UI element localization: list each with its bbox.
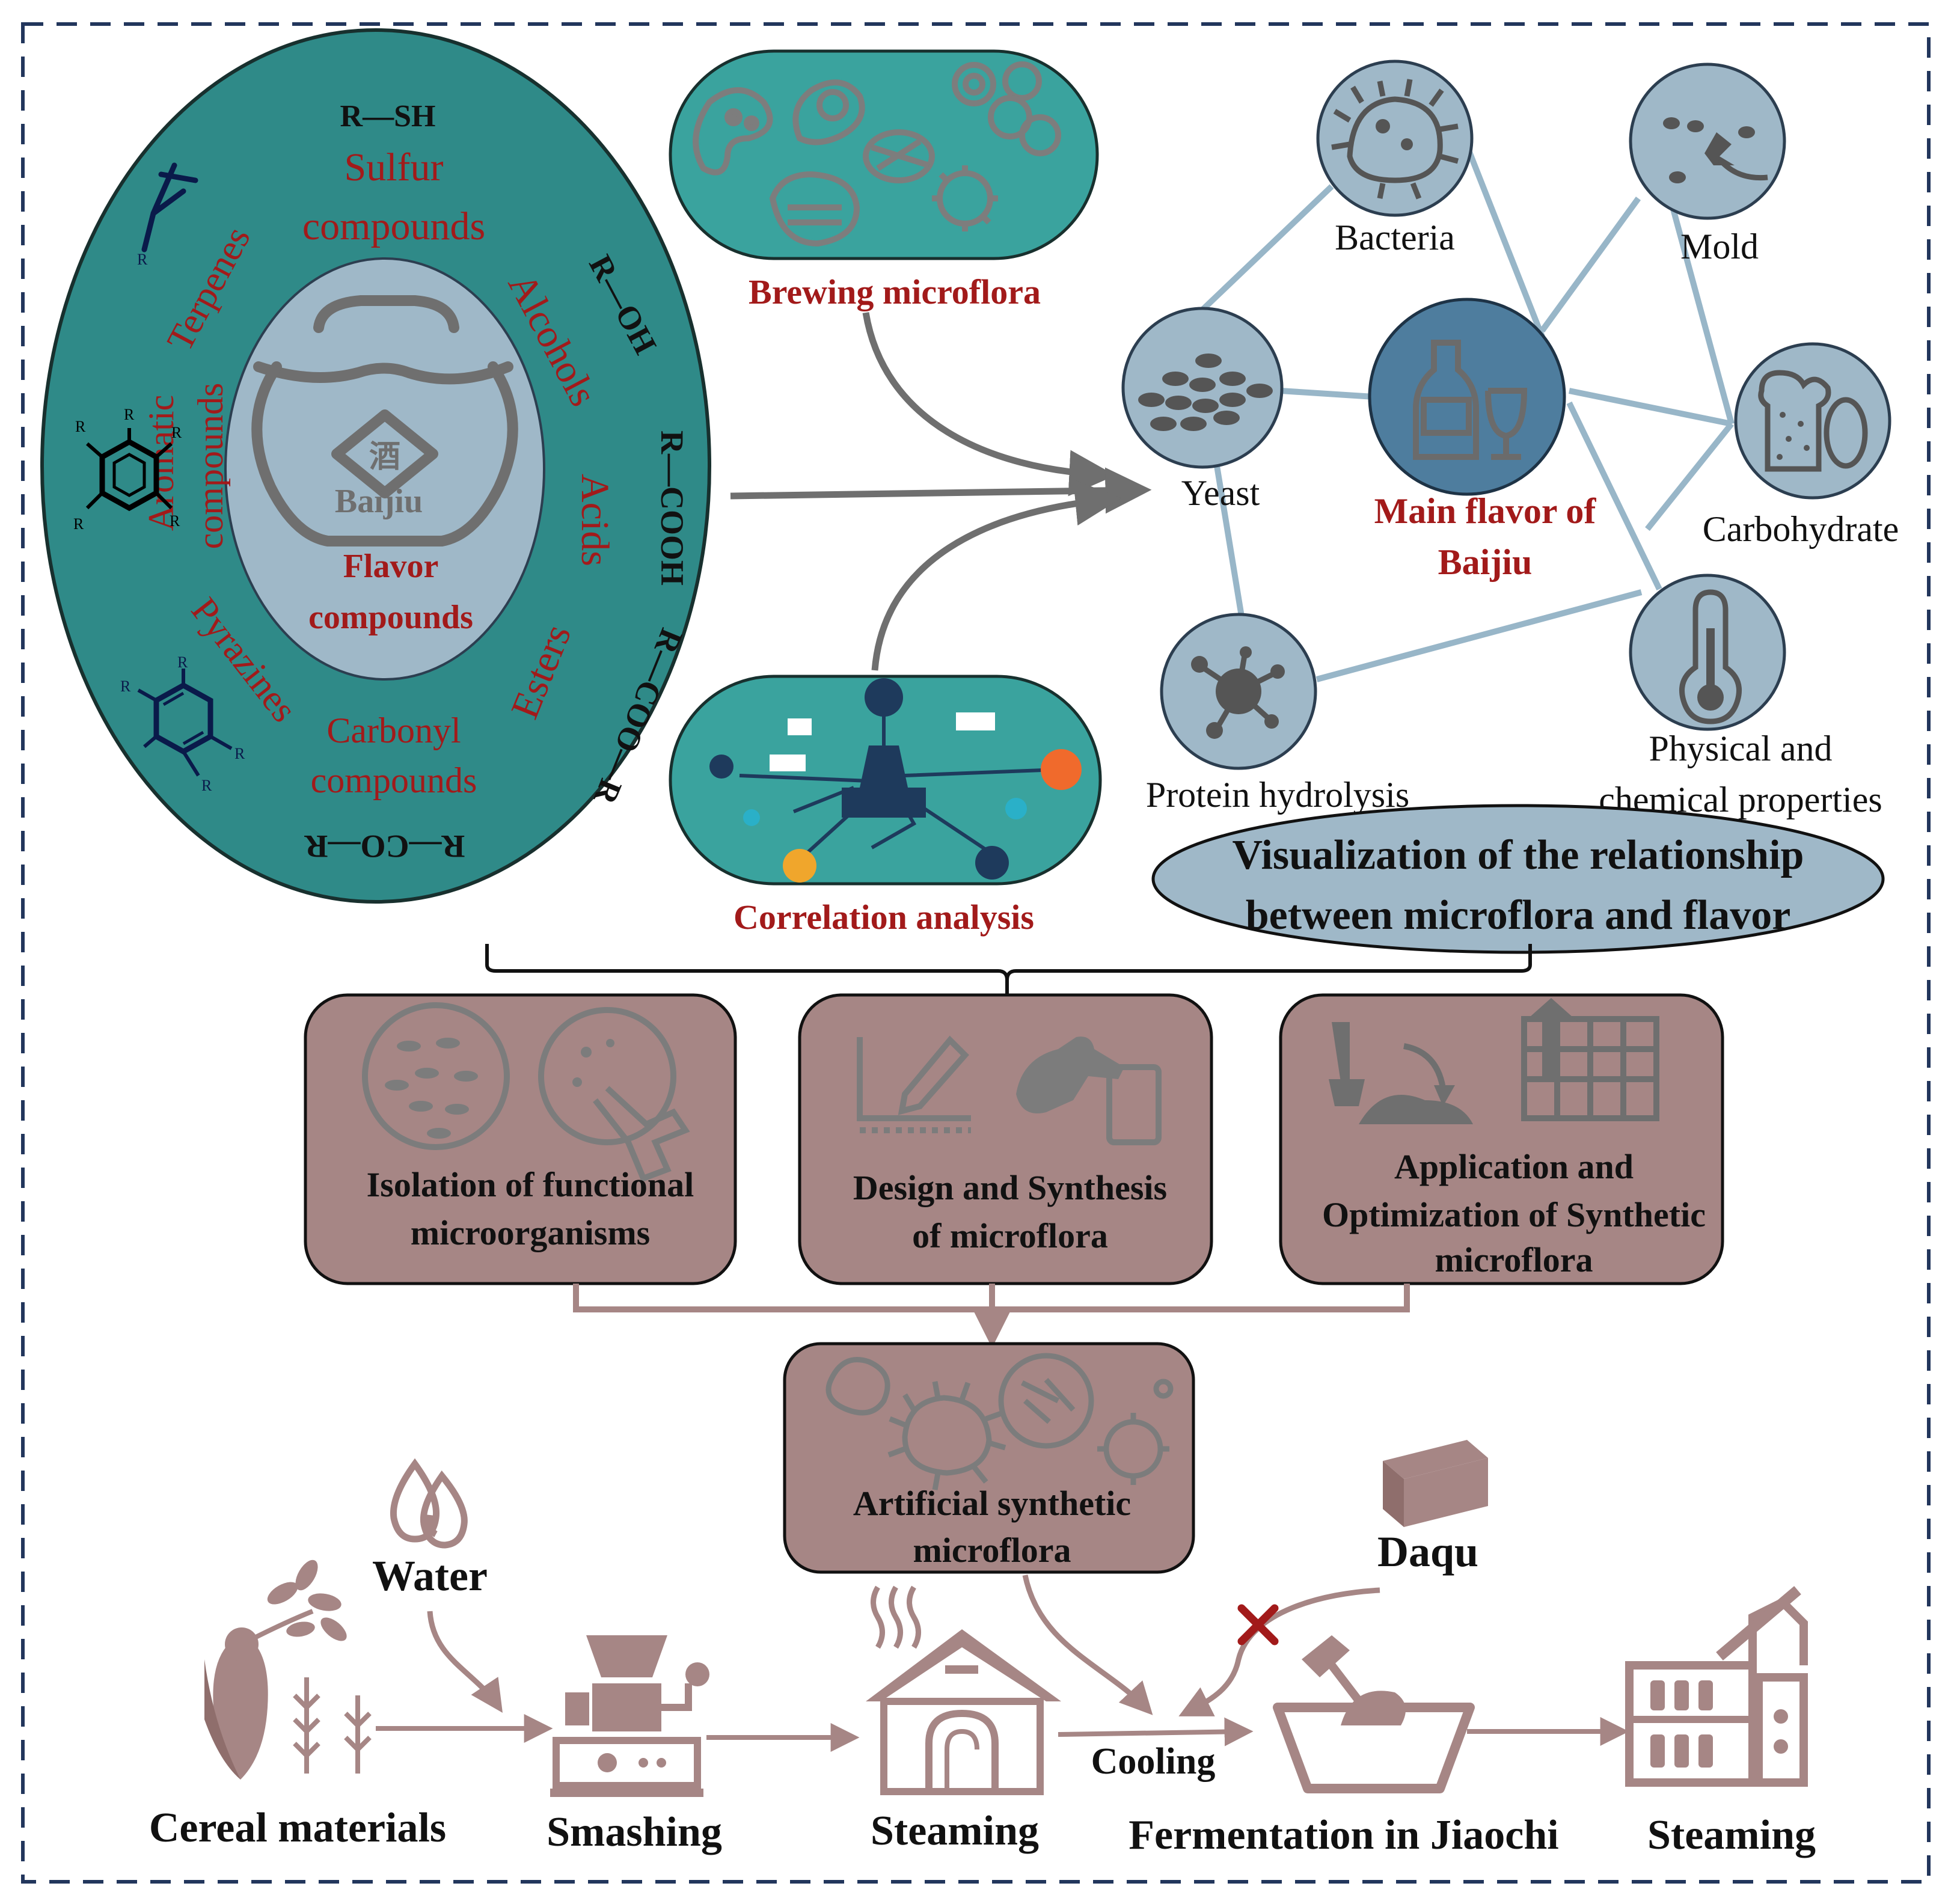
carbohydrate-label: Carbohydrate bbox=[1703, 509, 1899, 549]
flavor-compounds-label-1: Flavor bbox=[343, 548, 439, 585]
application-label-3: microflora bbox=[1435, 1240, 1593, 1279]
aromatic-label-2: compounds bbox=[191, 383, 230, 549]
application-label-2: Optimization of Synthetic bbox=[1322, 1195, 1706, 1234]
correlation-analysis-label: Correlation analysis bbox=[733, 898, 1034, 937]
jar-character: 酒 bbox=[369, 440, 400, 474]
terpene-substituent: R bbox=[137, 251, 148, 268]
benzene-ring-icon bbox=[85, 428, 173, 512]
pyrazine-substituent-3: R bbox=[234, 745, 245, 762]
sulfur-label-2: compounds bbox=[302, 204, 485, 248]
water-drops-icon bbox=[390, 1458, 468, 1549]
steps-connector bbox=[573, 1284, 1410, 1348]
arrow-correlation-to-network bbox=[871, 479, 1122, 671]
visualization-banner-line-1: Visualization of the relationship bbox=[1233, 832, 1804, 878]
visualization-banner bbox=[1151, 804, 1885, 954]
dashed-frame bbox=[21, 22, 1931, 1884]
carbonyl-formula: R—CO—R bbox=[304, 828, 465, 865]
bacteria-label: Bacteria bbox=[1335, 218, 1455, 257]
baijiu-jar-icon bbox=[251, 295, 518, 546]
benzene-substituent-3: R bbox=[171, 424, 182, 441]
brewing-microflora-label: Brewing microflora bbox=[749, 272, 1041, 311]
water-label: Water bbox=[372, 1552, 488, 1600]
flavor-compounds-oval: 酒 Baijiu Flavor compounds R—SH Sulfur co… bbox=[40, 28, 711, 904]
network-node-mold bbox=[1629, 63, 1786, 220]
arrow-brewing-to-network bbox=[862, 312, 1116, 497]
benzene-substituent-4: R bbox=[73, 515, 84, 533]
pyrazine-substituent-2: R bbox=[177, 654, 188, 671]
acids-formula: R—COOH bbox=[654, 430, 690, 586]
aromatic-label-1: Aromatic bbox=[141, 395, 181, 531]
blocked-cross-icon bbox=[1237, 1604, 1279, 1645]
synthetic-microflora-box bbox=[783, 1342, 1195, 1574]
arrow-synthetic-to-fermentation bbox=[1022, 1575, 1153, 1715]
daqu-label: Daqu bbox=[1377, 1528, 1478, 1576]
fermentation-label: Fermentation in Jiaochi bbox=[1129, 1812, 1558, 1858]
arrow-oval-to-network bbox=[730, 467, 1152, 514]
step-box-design bbox=[798, 993, 1213, 1285]
benzene-substituent-2: R bbox=[124, 406, 135, 423]
design-label-1: Design and Synthesis bbox=[853, 1168, 1167, 1207]
application-label-1: Application and bbox=[1394, 1147, 1634, 1186]
smashing-machine-icon bbox=[550, 1635, 709, 1797]
yeast-label: Yeast bbox=[1181, 473, 1260, 513]
pyrazine-ring-icon bbox=[137, 669, 233, 777]
carbonyl-label-1: Carbonyl bbox=[326, 711, 461, 750]
grouping-brace bbox=[485, 944, 1532, 998]
cereal-label: Cereal materials bbox=[149, 1805, 446, 1851]
network-edges bbox=[1197, 137, 1735, 682]
main-flavor-label-1: Main flavor of bbox=[1374, 491, 1597, 531]
benzene-substituent-1: R bbox=[75, 418, 86, 435]
synthetic-label-2: microflora bbox=[913, 1531, 1071, 1570]
daqu-brick-icon bbox=[1383, 1440, 1488, 1527]
design-label-2: of microflora bbox=[912, 1216, 1108, 1255]
correlation-analysis-panel bbox=[669, 675, 1102, 886]
network-node-protein bbox=[1160, 613, 1317, 770]
sulfur-formula: R—SH bbox=[340, 99, 436, 133]
steaming1-label: Steaming bbox=[871, 1808, 1039, 1854]
acids-label: Acids bbox=[573, 474, 617, 566]
flow-arrows-to-network bbox=[730, 312, 1152, 671]
network-node-carbohydrate bbox=[1734, 342, 1891, 500]
network-node-bacteria bbox=[1316, 60, 1474, 217]
mold-label: Mold bbox=[1680, 227, 1759, 266]
step-box-application bbox=[1279, 993, 1724, 1285]
smashing-label: Smashing bbox=[547, 1809, 722, 1855]
pyrazine-substituent-1: R bbox=[120, 678, 131, 695]
main-flavor-label-2: Baijiu bbox=[1438, 542, 1533, 582]
benzene-substituent-5: R bbox=[170, 512, 180, 530]
steaming-house-icon bbox=[866, 1585, 1061, 1795]
network-node-main-flavor bbox=[1368, 298, 1566, 496]
microbe-icon-cluster bbox=[693, 61, 1061, 247]
brewing-microflora-panel bbox=[669, 49, 1099, 260]
isolation-label-1: Isolation of functional bbox=[367, 1165, 694, 1204]
step-box-isolation bbox=[304, 993, 737, 1285]
cooling-label: Cooling bbox=[1091, 1741, 1216, 1782]
arrow-steaming-to-fermentation bbox=[1058, 1717, 1254, 1746]
network-node-yeast bbox=[1121, 307, 1284, 469]
terpene-structure-icon bbox=[141, 162, 198, 253]
arrow-daqu-to-fermentation bbox=[1178, 1587, 1380, 1716]
arrow-water-to-smashing bbox=[427, 1611, 503, 1713]
physical-label-1: Physical and bbox=[1649, 729, 1833, 768]
network-analysis-icon bbox=[739, 703, 1059, 862]
sulfur-label-1: Sulfur bbox=[345, 145, 444, 189]
protein-hydrolysis-label: Protein hydrolysis bbox=[1146, 775, 1409, 815]
distillery-icon bbox=[1625, 1586, 1808, 1787]
flavor-compounds-label-2: compounds bbox=[308, 599, 473, 636]
jar-label: Baijiu bbox=[335, 483, 423, 520]
fermentation-pit-icon bbox=[1273, 1635, 1475, 1793]
carbonyl-label-2: compounds bbox=[311, 761, 477, 800]
pyrazine-substituent-4: R bbox=[201, 777, 212, 794]
network-node-physical bbox=[1629, 574, 1786, 731]
cereal-icon bbox=[204, 1560, 372, 1780]
isolation-label-2: microorganisms bbox=[411, 1213, 650, 1252]
visualization-banner-line-2: between microflora and flavor bbox=[1246, 892, 1791, 938]
synthetic-label-1: Artificial synthetic bbox=[853, 1484, 1131, 1523]
steaming2-label: Steaming bbox=[1647, 1812, 1816, 1858]
